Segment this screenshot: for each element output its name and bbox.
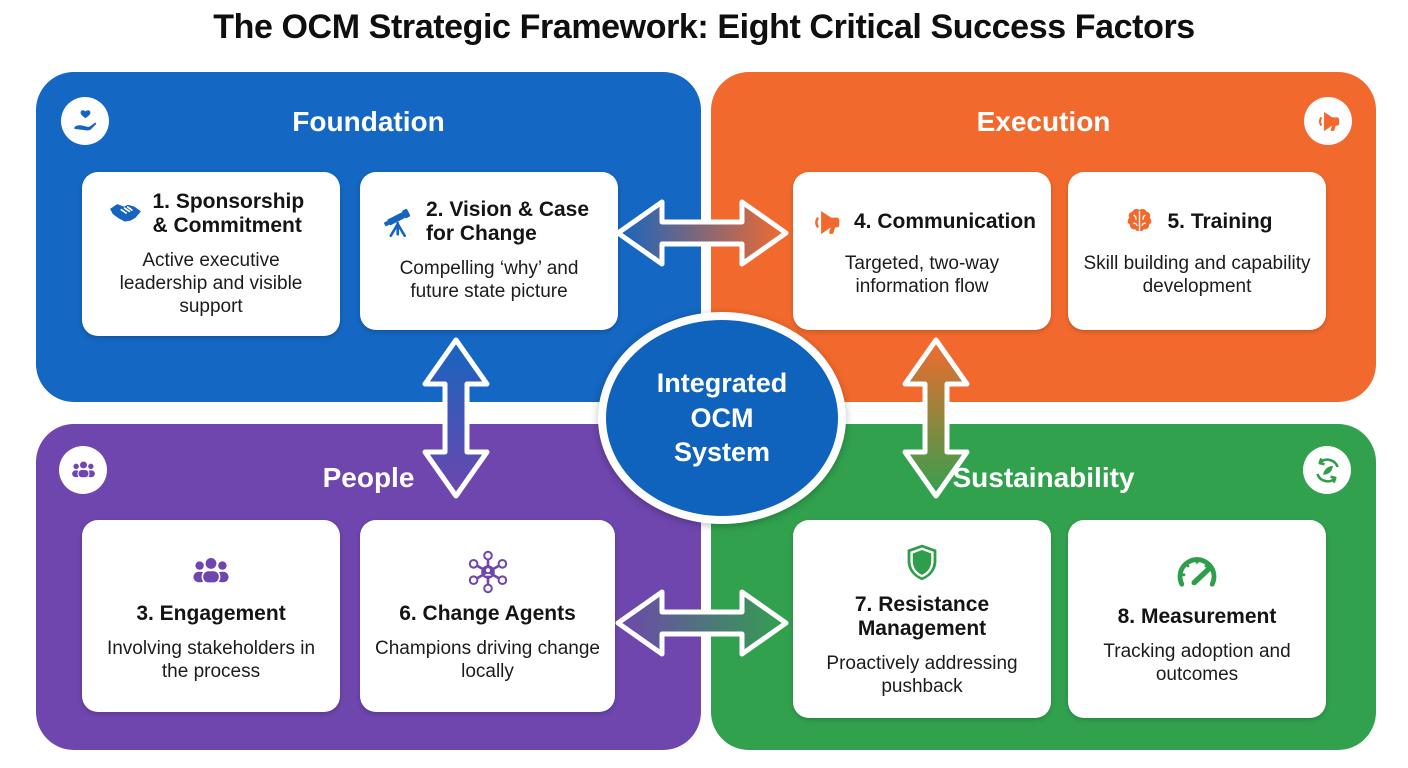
center-hub-label: Integrated OCM System [656, 368, 788, 468]
card-body: Active executive leadership and visible … [119, 249, 303, 318]
card-body: Skill building and capability developmen… [1083, 252, 1311, 297]
card-title: 7. Resistance Management [854, 593, 990, 641]
arrow-execution-sustainability [902, 337, 970, 499]
card-title: 1. Sponsorship & Commitment [152, 189, 305, 237]
page-title: The OCM Strategic Framework: Eight Criti… [213, 8, 1195, 46]
card-title: 2. Vision & Case for Change [426, 198, 590, 246]
people-icon [59, 446, 107, 494]
quadrant-foundation: Foundation 1. Sponsorship & Commitment A… [36, 72, 701, 402]
card-change-agents: 6. Change Agents Champions driving chang… [360, 520, 615, 712]
hand-heart-icon [61, 97, 109, 145]
quadrant-title-people: People [322, 462, 415, 493]
card-title: 3. Engagement [136, 602, 286, 626]
quadrant-execution: Execution 4. Communication Targeted, two… [711, 72, 1376, 402]
arrow-foundation-people [422, 337, 490, 499]
card-title: 8. Measurement [1117, 605, 1277, 629]
center-hub: Integrated OCM System [598, 312, 846, 524]
card-communication: 4. Communication Targeted, two-way infor… [793, 172, 1051, 330]
card-title: 5. Training [1167, 210, 1273, 234]
card-body: Targeted, two-way information flow [844, 252, 1000, 297]
leaf-cycle-icon [1303, 446, 1351, 494]
network-icon [468, 551, 507, 594]
card-sponsorship-commitment: 1. Sponsorship & Commitment Active execu… [82, 172, 340, 336]
telescope-icon [384, 208, 411, 237]
card-body: Champions driving change locally [375, 638, 600, 683]
card-title: 4. Communication [853, 210, 1037, 234]
shield-icon [907, 544, 937, 581]
brain-icon [1128, 208, 1152, 231]
quadrant-title-execution: Execution [976, 106, 1111, 137]
people-icon [193, 558, 229, 585]
card-body: Compelling ‘why’ and future state pictur… [399, 258, 579, 303]
megaphone-icon [1304, 97, 1352, 145]
megaphone-icon [815, 210, 840, 234]
card-vision-case: 2. Vision & Case for Change Compelling ‘… [360, 172, 618, 330]
arrow-people-sustainability [615, 589, 789, 657]
quadrant-people: People 3. Engagement Involving stakehold… [36, 424, 701, 750]
card-resistance-management: 7. Resistance Management Proactively add… [793, 520, 1051, 718]
quadrant-title-sustainability: Sustainability [952, 462, 1135, 493]
handshake-icon [109, 204, 141, 222]
quadrant-sustainability: Sustainability 7. Resistance Management … [711, 424, 1376, 750]
card-body: Tracking adoption and outcomes [1103, 641, 1291, 686]
card-measurement: 8. Measurement Tracking adoption and out… [1068, 520, 1326, 718]
card-body: Involving stakeholders in the process [106, 638, 316, 683]
quadrant-title-foundation: Foundation [292, 106, 445, 137]
card-title: 6. Change Agents [399, 602, 576, 626]
gauge-icon [1177, 557, 1217, 587]
card-body: Proactively addressing pushback [826, 653, 1018, 698]
card-engagement: 3. Engagement Involving stakeholders in … [82, 520, 340, 712]
arrow-foundation-execution [615, 199, 789, 267]
card-training: 5. Training Skill building and capabilit… [1068, 172, 1326, 330]
